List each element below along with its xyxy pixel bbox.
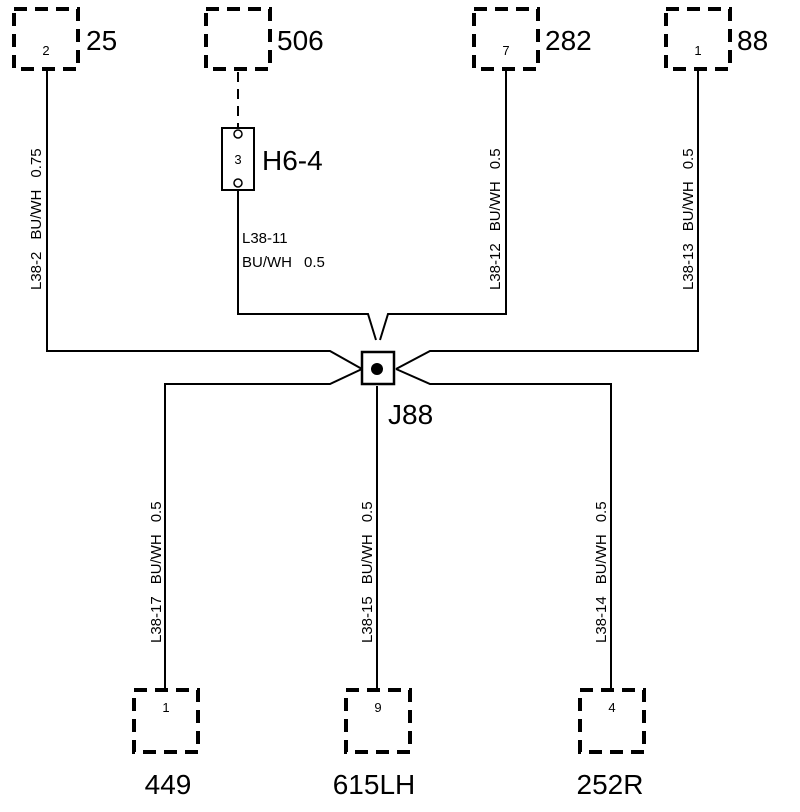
connector-449[interactable]: 1 449 bbox=[132, 688, 200, 800]
connector-615lh-pin: 9 bbox=[374, 700, 381, 715]
wire-l38-13[interactable] bbox=[395, 69, 699, 370]
wire-label-l38-2: L38-2BU/WH0.75 bbox=[28, 148, 45, 290]
wire-label-l38-12: L38-12BU/WH0.5 bbox=[487, 148, 504, 290]
connector-25[interactable]: 2 25 bbox=[12, 7, 117, 71]
connector-282-pin: 7 bbox=[502, 43, 509, 58]
wire-l38-17[interactable] bbox=[164, 368, 363, 690]
connector-449-pin: 1 bbox=[162, 700, 169, 715]
connector-282-label: 282 bbox=[545, 25, 592, 56]
wire-label-l38-11-id: L38-11 bbox=[242, 230, 288, 247]
h6-4-label: H6-4 bbox=[262, 145, 323, 176]
wire-label-l38-17: L38-17BU/WH0.5 bbox=[148, 501, 165, 643]
connector-88-pin: 1 bbox=[694, 43, 701, 58]
wire-l38-14[interactable] bbox=[395, 368, 612, 690]
connector-88[interactable]: 1 88 bbox=[664, 7, 768, 71]
wire-l38-2[interactable] bbox=[46, 69, 363, 370]
wire-label-l38-15: L38-15BU/WH0.5 bbox=[359, 501, 376, 643]
connector-252r-label: 252R bbox=[577, 769, 644, 800]
connector-25-pin: 2 bbox=[42, 43, 49, 58]
connector-h6-4[interactable]: 3 H6-4 bbox=[221, 72, 323, 191]
wire-label-l38-14: L38-14BU/WH0.5 bbox=[593, 501, 610, 643]
splice-j88-label: J88 bbox=[388, 399, 433, 430]
connector-25-label: 25 bbox=[86, 25, 117, 56]
connector-252r-pin: 4 bbox=[608, 700, 615, 715]
wire-l38-12[interactable] bbox=[379, 69, 507, 341]
wire-label-l38-13: L38-13BU/WH0.5 bbox=[680, 148, 697, 290]
h6-4-pin: 3 bbox=[234, 152, 241, 167]
connector-615lh[interactable]: 9 615LH bbox=[333, 688, 416, 800]
wire-l38-11[interactable] bbox=[237, 190, 377, 341]
splice-j88[interactable]: J88 bbox=[360, 350, 433, 430]
connector-615lh-label: 615LH bbox=[333, 769, 416, 800]
connector-449-label: 449 bbox=[145, 769, 192, 800]
connector-506[interactable]: 506 bbox=[204, 7, 324, 71]
connector-88-label: 88 bbox=[737, 25, 768, 56]
connector-506-label: 506 bbox=[277, 25, 324, 56]
connector-282[interactable]: 7 282 bbox=[472, 7, 592, 71]
connector-252r[interactable]: 4 252R bbox=[577, 688, 646, 800]
